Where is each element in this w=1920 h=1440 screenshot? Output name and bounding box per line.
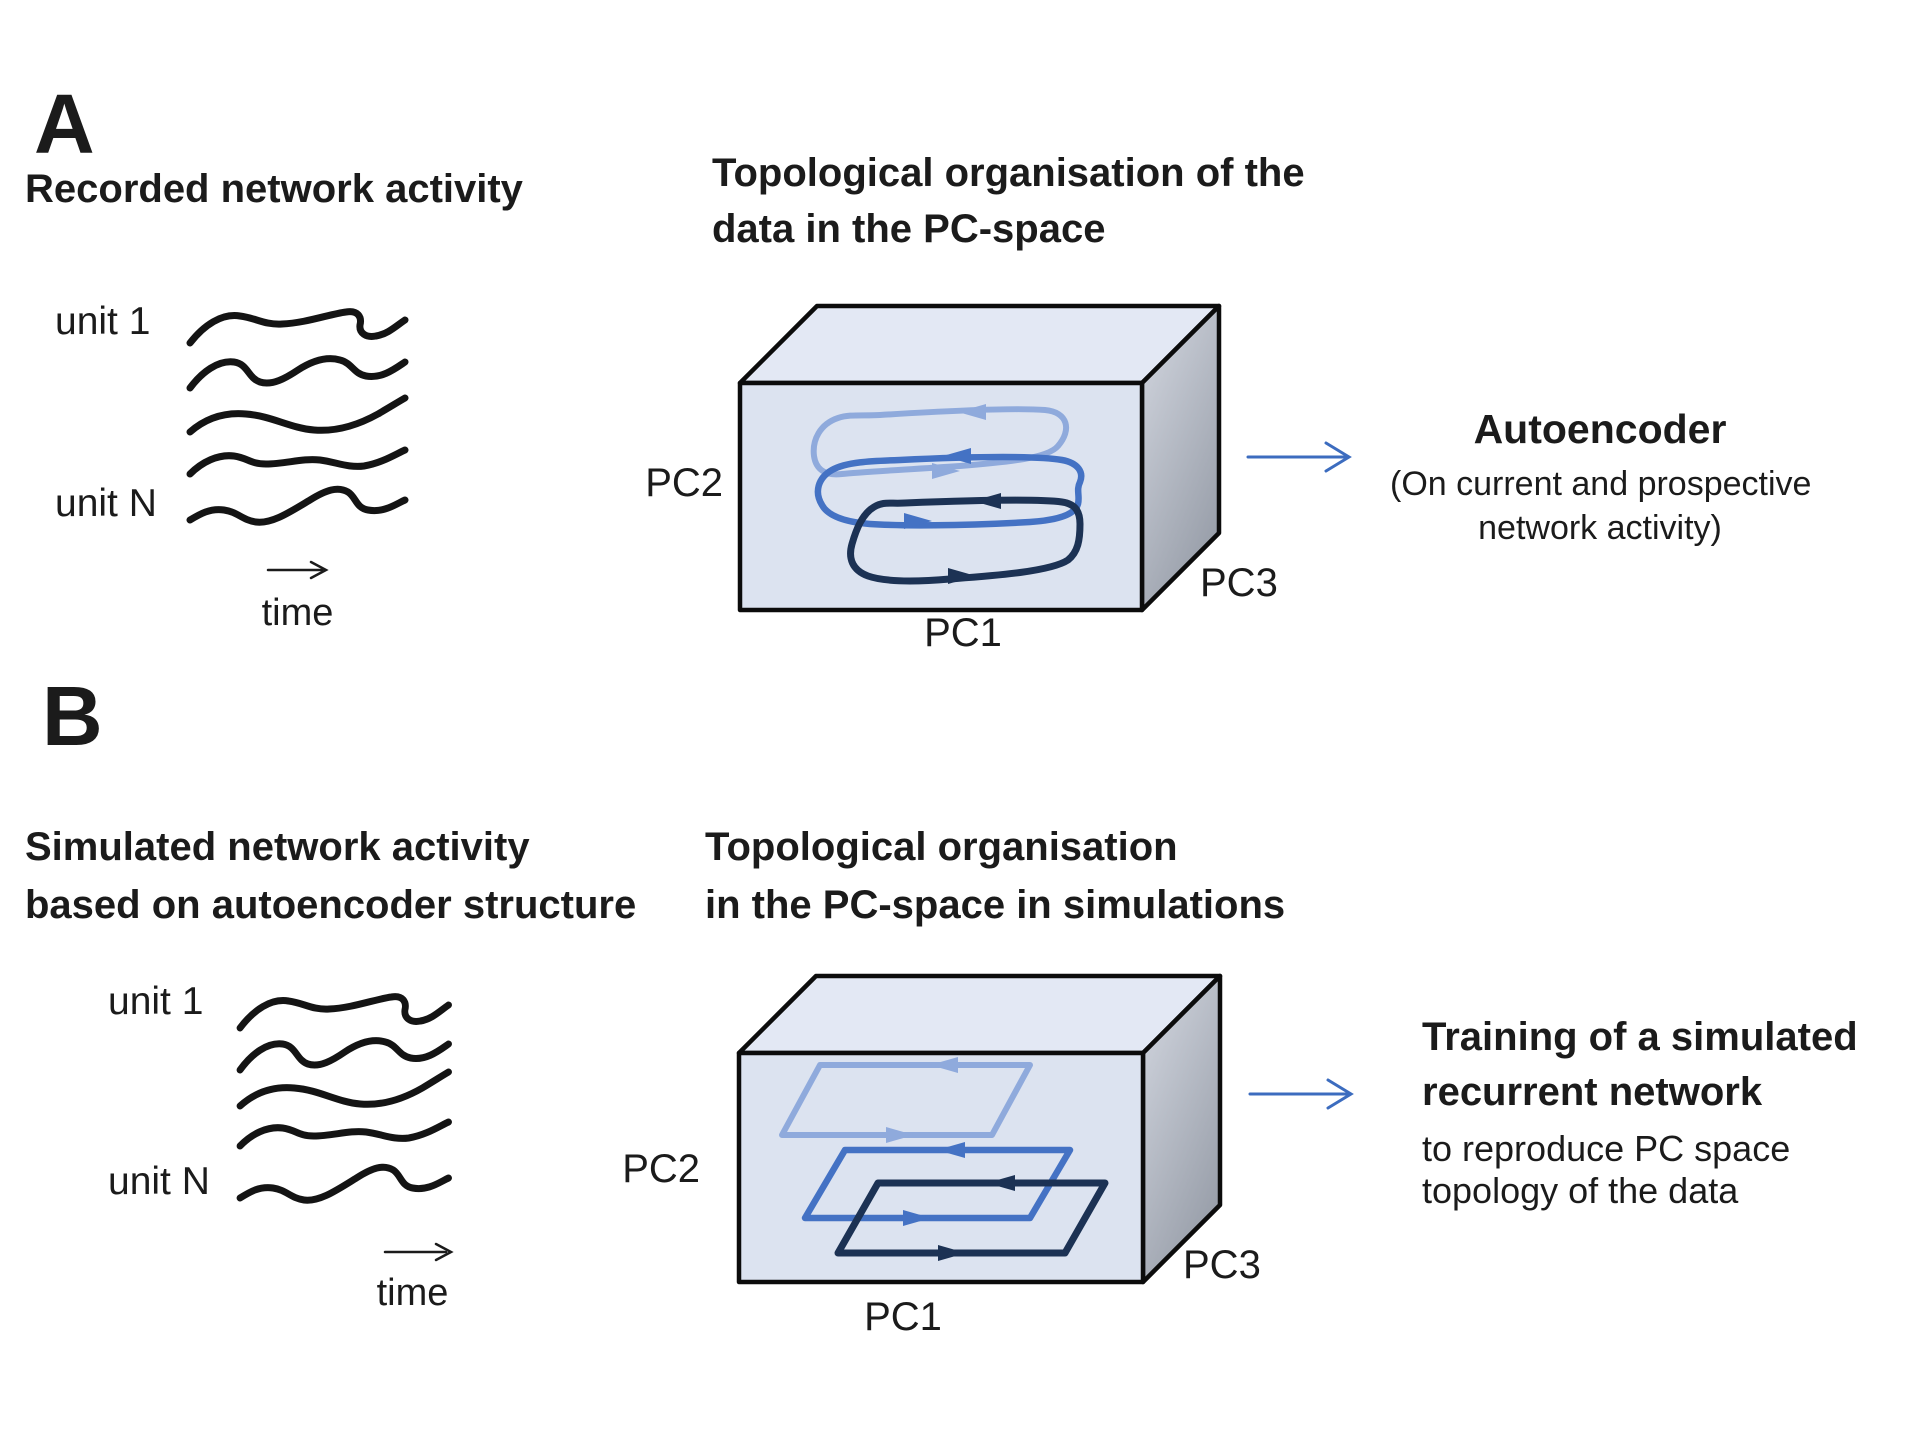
training-title-line2: recurrent network (1422, 1070, 1763, 1114)
trajectory-loop-dark-a (847, 493, 1084, 585)
time-arrow-a (266, 560, 329, 580)
activity-waves-a (190, 312, 405, 523)
training-subtitle-line1: to reproduce PC space (1422, 1128, 1791, 1169)
topology-heading-b-line2: in the PC-space in simulations (705, 883, 1286, 927)
simulated-activity-heading-line1: Simulated network activity (25, 825, 530, 869)
training-title-line1: Training of a simulated (1422, 1015, 1858, 1059)
topology-heading-a-line1: Topological organisation of the (712, 151, 1305, 195)
activity-waves-b (240, 997, 449, 1201)
pc2-axis-label-a: PC2 (645, 461, 723, 505)
pc1-axis-label-a: PC1 (924, 611, 1002, 655)
trajectory-loop-dark-b (834, 1175, 1109, 1261)
trajectory-loops-a (810, 404, 1085, 585)
autoencoder-title: Autoencoder (1473, 406, 1727, 452)
autoencoder-subtitle-line2: network activity) (1478, 509, 1722, 547)
simulated-activity-heading-line2: based on autoencoder structure (25, 883, 637, 927)
time-label-a: time (261, 592, 334, 634)
panel-b-label: B (42, 669, 104, 763)
pc3-axis-label-b: PC3 (1183, 1243, 1261, 1287)
topology-heading-a-line2: data in the PC-space (712, 207, 1106, 251)
pc-box-b-top-face (736, 973, 1223, 1056)
trajectory-loop-light-b (779, 1057, 1033, 1143)
panel-a-label: A (34, 77, 96, 171)
pc1-axis-label-b: PC1 (864, 1295, 942, 1339)
pc-box-a-front-face (737, 380, 1145, 613)
flow-arrow-a (1246, 441, 1352, 473)
pc2-axis-label-b: PC2 (622, 1147, 700, 1191)
pc-box-a-top-face (737, 303, 1222, 386)
flow-arrow-b (1248, 1078, 1354, 1110)
trajectory-loop-medium-b (801, 1142, 1074, 1226)
autoencoder-subtitle-line1: (On current and prospective (1390, 465, 1812, 503)
trajectory-loops-b (779, 1057, 1109, 1261)
recorded-activity-heading: Recorded network activity (25, 167, 523, 211)
trajectory-loop-medium-a (814, 448, 1085, 529)
time-label-b: time (376, 1272, 449, 1314)
pc3-axis-label-a: PC3 (1200, 561, 1278, 605)
pc-box-a (737, 303, 1222, 613)
training-subtitle-line2: topology of the data (1422, 1170, 1739, 1211)
unit-n-label-b: unit N (108, 1160, 210, 1203)
topology-heading-b-line1: Topological organisation (705, 825, 1178, 869)
time-arrow-b (383, 1242, 454, 1262)
trajectory-loop-light-a (810, 404, 1070, 479)
unit-1-label-b: unit 1 (108, 980, 204, 1023)
pc-box-b (736, 973, 1223, 1285)
unit-n-label-a: unit N (55, 482, 157, 525)
unit-1-label-a: unit 1 (55, 300, 151, 343)
